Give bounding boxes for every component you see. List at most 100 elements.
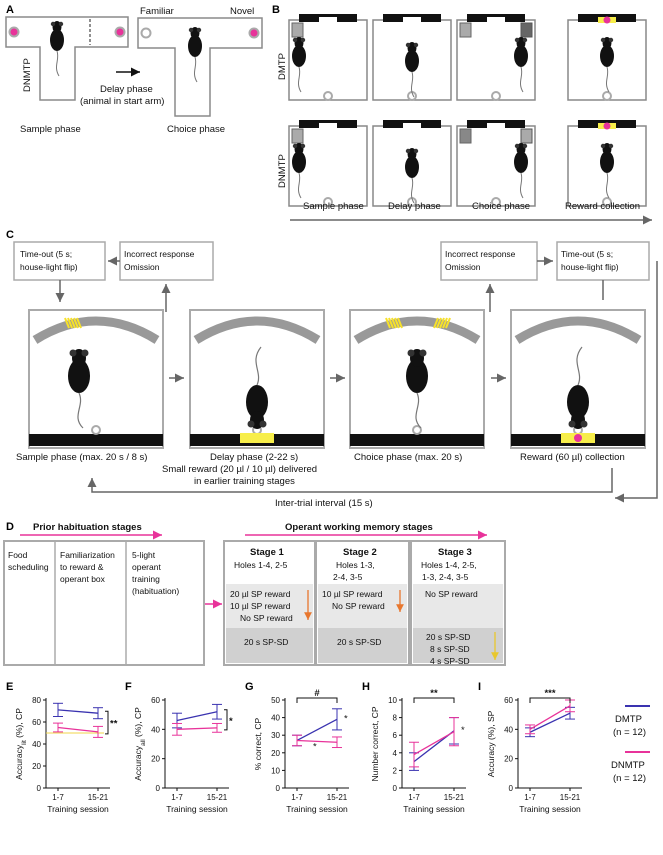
stage3-sd3: 4 s SP-SD bbox=[430, 656, 470, 666]
light-ray bbox=[67, 317, 73, 329]
x-tick-label: 1-7 bbox=[171, 793, 183, 802]
light-ray bbox=[397, 317, 403, 329]
light-ray bbox=[436, 317, 442, 329]
light-ray bbox=[73, 317, 79, 329]
light-line1: 5-light bbox=[132, 550, 156, 560]
y-tick-label: 20 bbox=[32, 762, 41, 771]
panel-b: B DMTP DNMTP Sample phase Delay phase Ch… bbox=[272, 4, 652, 225]
stage2-sd: 20 s SP-SD bbox=[337, 637, 381, 647]
series-line bbox=[413, 731, 455, 756]
x-axis-label: Training session bbox=[403, 804, 465, 814]
stage2-holes1: Holes 1-3, bbox=[336, 560, 375, 570]
legend-dnmtp-label: DNMTP bbox=[611, 760, 645, 771]
stage3-reward1: No SP reward bbox=[425, 589, 478, 599]
panel-c-delay-note2: in earlier training stages bbox=[194, 476, 295, 487]
stage1-reward1: 20 µl SP reward bbox=[230, 589, 291, 599]
light-ray bbox=[385, 317, 391, 329]
stage1-holes: Holes 1-4, 2-5 bbox=[234, 560, 288, 570]
panel-letter: E bbox=[6, 681, 13, 693]
operant-stages-title: Operant working memory stages bbox=[285, 522, 433, 533]
y-tick-label: 40 bbox=[32, 740, 41, 749]
y-tick-label: 0 bbox=[393, 784, 398, 793]
light-ray bbox=[76, 317, 82, 329]
y-axis-label: % correct, CP bbox=[253, 717, 263, 770]
panel-a-delay-line1: Delay phase bbox=[100, 84, 153, 95]
series-line bbox=[176, 711, 218, 722]
y-tick-label: 60 bbox=[151, 696, 160, 705]
sig-star: * bbox=[461, 725, 465, 736]
series-line bbox=[296, 718, 338, 742]
light-ray bbox=[70, 317, 76, 329]
y-tick-label: 10 bbox=[388, 696, 397, 705]
panel-b-col-sample: Sample phase bbox=[303, 201, 364, 212]
panel-a: A DNMTP Sample phase Delay phase (animal… bbox=[5, 4, 263, 135]
sig-star: ** bbox=[430, 688, 438, 699]
food-magazine bbox=[319, 123, 337, 129]
timeout-left-line1: Time-out (5 s; bbox=[20, 249, 72, 259]
x-axis-label: Training session bbox=[286, 804, 348, 814]
sig-bracket bbox=[296, 697, 338, 703]
series-line bbox=[296, 739, 338, 743]
iti-arrow bbox=[87, 468, 613, 493]
timeout-box-right bbox=[556, 241, 650, 281]
iti-arrow-right bbox=[615, 261, 658, 503]
prior-stages-title: Prior habituation stages bbox=[33, 522, 142, 533]
lit-panel bbox=[520, 128, 533, 144]
x-tick-label: 15-21 bbox=[560, 793, 581, 802]
x-tick-label: 15-21 bbox=[327, 793, 348, 802]
timeout-right-line1: Time-out (5 s; bbox=[561, 249, 613, 259]
x-axis-label: Training session bbox=[166, 804, 228, 814]
panel-a-dnmtp-label: DNMTP bbox=[22, 58, 33, 92]
tray-icon bbox=[323, 91, 333, 101]
x-tick-label: 15-21 bbox=[207, 793, 228, 802]
light-line3: training bbox=[132, 574, 160, 584]
familiar-line3: operant box bbox=[60, 574, 106, 584]
panel-a-sample-label: Sample phase bbox=[20, 124, 81, 135]
timeout-right-line2: house-light flip) bbox=[561, 262, 619, 272]
panel-b-col-choice: Choice phase bbox=[472, 201, 530, 212]
prior-stages-box bbox=[3, 540, 205, 666]
stage3-holes1: Holes 1-4, 2-5, bbox=[421, 560, 477, 570]
food-line2: scheduling bbox=[8, 562, 49, 572]
sig-star: ** bbox=[110, 719, 118, 730]
stage1-sd: 20 s SP-SD bbox=[244, 637, 288, 647]
panel-a-choice-label: Choice phase bbox=[167, 124, 225, 135]
panel-c-delay-note1: Small reward (20 µl / 10 µl) delivered bbox=[162, 464, 317, 475]
curved-wall bbox=[193, 316, 321, 344]
series-line bbox=[57, 726, 99, 733]
panel-c-choice-label: Choice phase (max. 20 s) bbox=[354, 452, 462, 463]
sig-star: # bbox=[314, 688, 320, 699]
light-ray bbox=[64, 317, 70, 329]
y-axis-label: Accuracyall (%), CP bbox=[133, 707, 147, 781]
y-tick-label: 30 bbox=[271, 731, 280, 740]
food-magazine bbox=[487, 17, 505, 23]
y-tick-label: 20 bbox=[504, 755, 513, 764]
panel-c-delay-label: Delay phase (2-22 s) bbox=[210, 452, 298, 463]
panel-c-letter: C bbox=[6, 229, 14, 241]
y-tick-label: 50 bbox=[271, 696, 280, 705]
legend: DMTP (n = 12) DNMTP (n = 12) bbox=[611, 705, 650, 784]
sig-bracket bbox=[529, 697, 571, 703]
panel-a-letter: A bbox=[6, 4, 14, 16]
y-tick-label: 80 bbox=[32, 696, 41, 705]
y-tick-label: 60 bbox=[32, 718, 41, 727]
panel-letter: F bbox=[125, 681, 132, 693]
light-line2: operant bbox=[132, 562, 161, 572]
timeout-left-line2: house-light flip) bbox=[20, 262, 78, 272]
reward-well-icon bbox=[114, 26, 126, 38]
x-tick-label: 15-21 bbox=[88, 793, 109, 802]
sig-bracket bbox=[224, 709, 228, 731]
panel-b-row2-label: DNMTP bbox=[277, 154, 288, 188]
x-axis-label: Training session bbox=[519, 804, 581, 814]
familiar-line1: Familiarization bbox=[60, 550, 115, 560]
sig-star: * bbox=[229, 716, 233, 727]
food-line1: Food bbox=[8, 550, 28, 560]
y-axis-label: Accuracylit (%), CP bbox=[14, 708, 28, 780]
panel-d: D Prior habituation stages Operant worki… bbox=[3, 521, 506, 666]
sig-star: * bbox=[344, 713, 348, 724]
light-ray bbox=[439, 317, 445, 329]
curved-wall bbox=[514, 316, 642, 344]
stage2-reward1: 10 µl SP reward bbox=[322, 589, 383, 599]
